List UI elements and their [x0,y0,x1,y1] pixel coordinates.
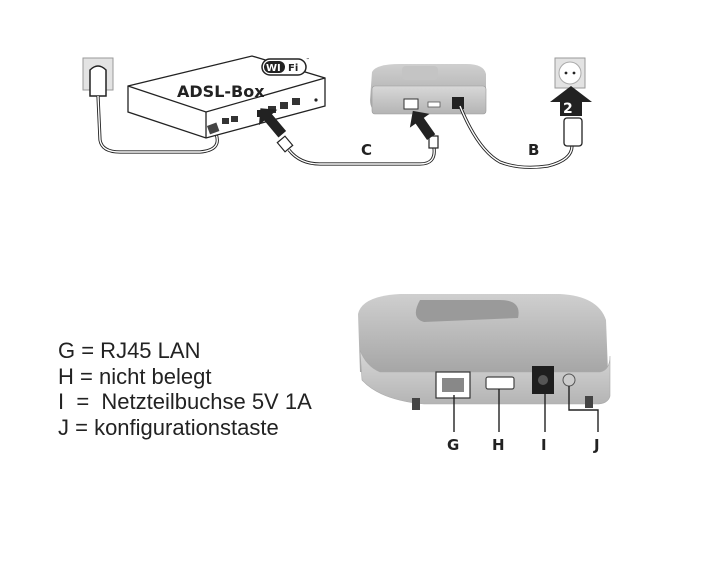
cable-c-label: C [361,141,372,159]
wall-outlet-left-icon [82,57,114,97]
svg-text:WI: WI [266,63,281,74]
svg-text:2: 2 [563,101,573,117]
cable-b-label: B [528,141,539,159]
svg-text:™: ™ [306,57,310,62]
router-label: ADSL-Box [177,82,265,101]
step-2-arrow-icon: 2 [550,86,592,117]
port-j-config-button [562,373,576,387]
wall-outlet-right-icon [554,57,586,89]
step-1-arrow-router-icon [258,108,287,138]
gateway-device-back [358,294,611,410]
wifi-badge: WI Fi ™ [261,57,310,76]
port-label-g: G [447,436,459,454]
svg-text:Fi: Fi [288,63,298,74]
leader-lines [453,386,599,432]
step-1-arrow-device-icon [409,110,436,140]
legend-item-g: G = RJ45 LAN [58,338,201,363]
port-label-i: I [541,436,547,454]
port-h-unused [485,376,515,390]
cable-b [458,105,574,169]
port-label-j: J [593,436,600,454]
port-label-h: H [492,436,505,454]
power-adapter-icon [563,117,583,147]
legend-item-h: H = nicht belegt [58,363,212,389]
legend-item-i: I = Netzteilbuchse 5V 1A [58,389,312,414]
legend-item-j: J = konfigurationstaste [58,414,279,440]
gateway-device-top [370,64,487,115]
port-legend: G = RJ45 LAN H = nicht belegt I = Netzte… [58,338,312,440]
